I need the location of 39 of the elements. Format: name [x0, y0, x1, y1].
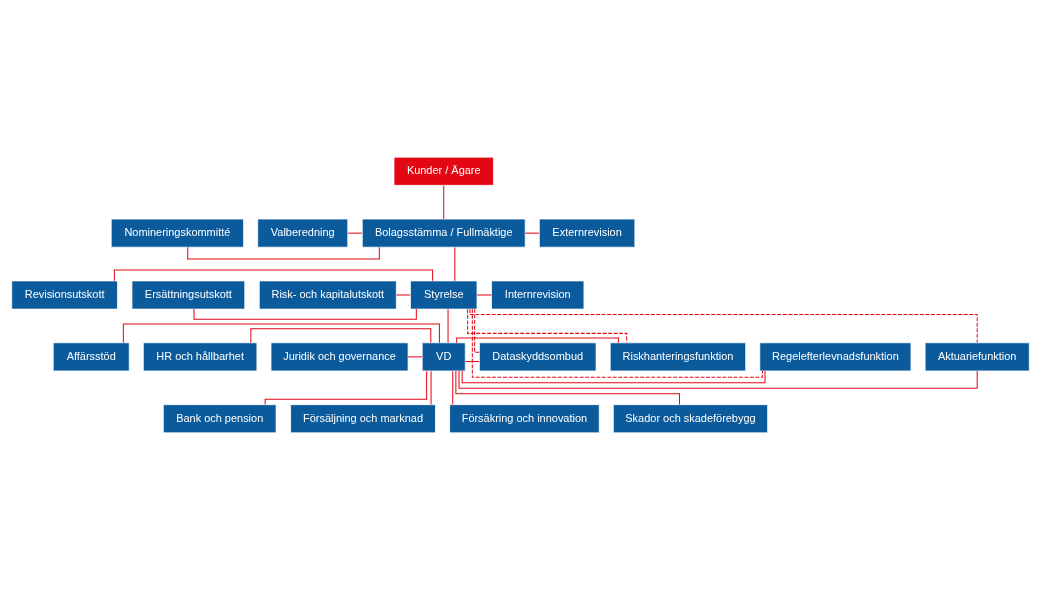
connector — [461, 370, 766, 383]
node-box: Ersättningsutskott — [131, 280, 246, 309]
connector — [464, 360, 480, 362]
node-box: Försäkring och innovation — [449, 403, 600, 433]
node-box: Skador och skadeförebygg — [612, 403, 769, 433]
node-box: Bank och pension — [162, 403, 277, 433]
node-box: Aktuariefunktion — [924, 341, 1030, 371]
connector — [458, 370, 978, 389]
connector — [443, 184, 445, 219]
node-box: Kunder / Ägare — [393, 156, 494, 186]
node-box: Revisionsutskott — [11, 280, 118, 309]
connector — [454, 246, 456, 281]
node-box: HR och hållbarhet — [142, 341, 258, 371]
connector — [122, 322, 440, 343]
connector — [471, 308, 763, 378]
connector — [452, 370, 454, 405]
node-box: Externrevision — [538, 218, 636, 248]
node-box: Styrelse — [410, 280, 478, 309]
node-box: Affärsstöd — [52, 341, 130, 371]
connector — [467, 308, 628, 343]
node-box: Regelefterlevnadsfunktion — [759, 341, 912, 371]
node-box: Riskhanteringsfunktion — [609, 341, 747, 371]
node-box: Valberedning — [257, 218, 349, 248]
node-box: Nomineringskommitté — [110, 218, 244, 248]
node-box: Försäljning och marknad — [290, 403, 436, 433]
node-box: Internrevision — [491, 280, 585, 309]
connector — [264, 370, 428, 405]
connector — [193, 308, 417, 320]
connector — [456, 337, 619, 343]
connector — [455, 370, 681, 405]
node-box: VD — [421, 341, 466, 371]
node-box: Juridik och governance — [270, 341, 409, 371]
node-box: Bolagsstämma / Fullmäktige — [361, 218, 526, 248]
node-box: Dataskyddsombud — [479, 341, 597, 371]
connector — [474, 308, 480, 353]
connector — [187, 246, 380, 259]
connector — [250, 327, 432, 343]
connector — [469, 308, 978, 343]
node-box: Risk- och kapitalutskott — [258, 280, 397, 309]
